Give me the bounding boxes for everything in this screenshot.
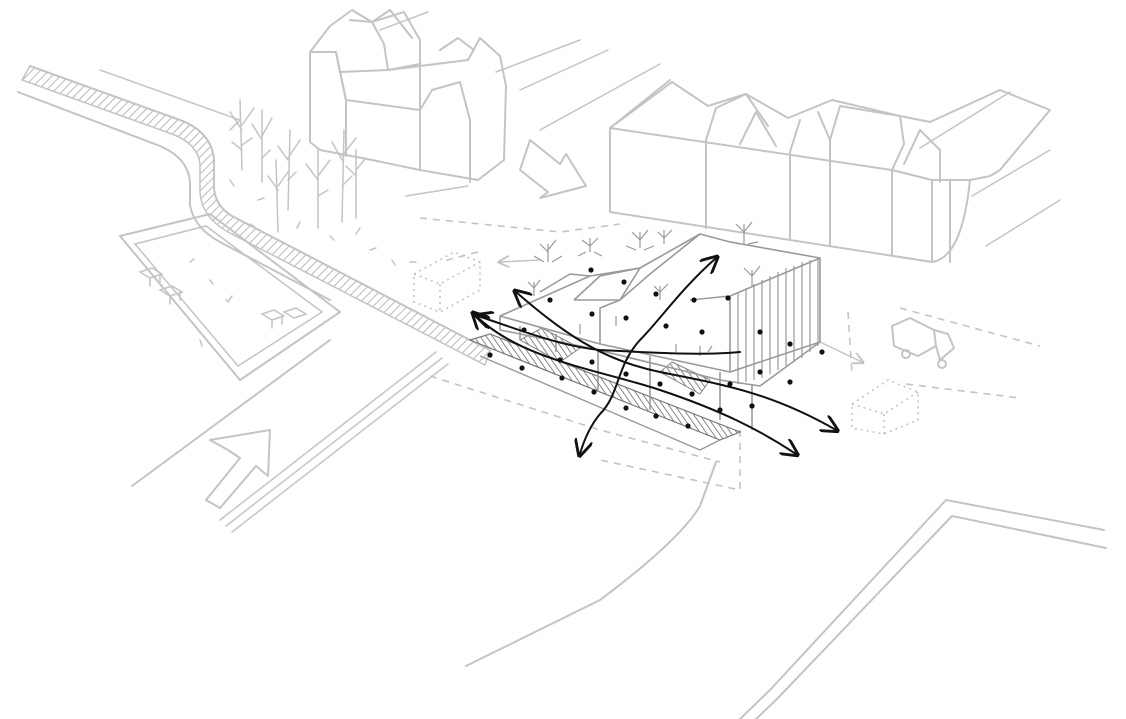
temporary-volume [413,251,481,313]
street-lines-right [919,91,1061,247]
column-dot [623,371,629,377]
street-lines-top [379,11,661,197]
column-dot [589,359,595,365]
column-dot [691,297,697,303]
park-plaza [119,213,341,381]
tree-icon [527,221,761,300]
column-dot [657,381,663,387]
roads [131,339,1107,719]
column-dot [623,405,629,411]
column-dot [749,403,755,409]
column-dot [589,311,595,317]
column-dot [757,329,763,335]
building-right [609,79,1051,263]
truck-icon [891,317,955,369]
column-dot [547,297,553,303]
column-dot [559,375,565,381]
bench-icon [138,267,308,329]
tree-icon [229,99,417,266]
column-dot [787,341,793,347]
column-dot [787,379,793,385]
column-dot [623,315,629,321]
building-left [309,9,507,183]
bidirectional-arrow-icon [474,258,836,454]
column-dot [591,389,597,395]
column-dot [685,423,691,429]
column-dot [663,323,669,329]
column-dot [689,391,695,397]
arrow-icon [819,341,862,362]
arrow-icon [519,139,587,199]
temporary-volume [851,379,919,435]
column-dot [699,329,705,335]
column-dot [519,365,525,371]
column-dot [819,349,825,355]
column-dot [653,291,659,297]
arrow-icon [205,429,271,509]
column-dot [487,352,493,358]
column-dot [653,413,659,419]
column-dot [621,279,627,285]
column-dot [725,295,731,301]
arrow-icon [500,260,541,262]
column-dot [757,369,763,375]
column-dot [588,267,594,273]
